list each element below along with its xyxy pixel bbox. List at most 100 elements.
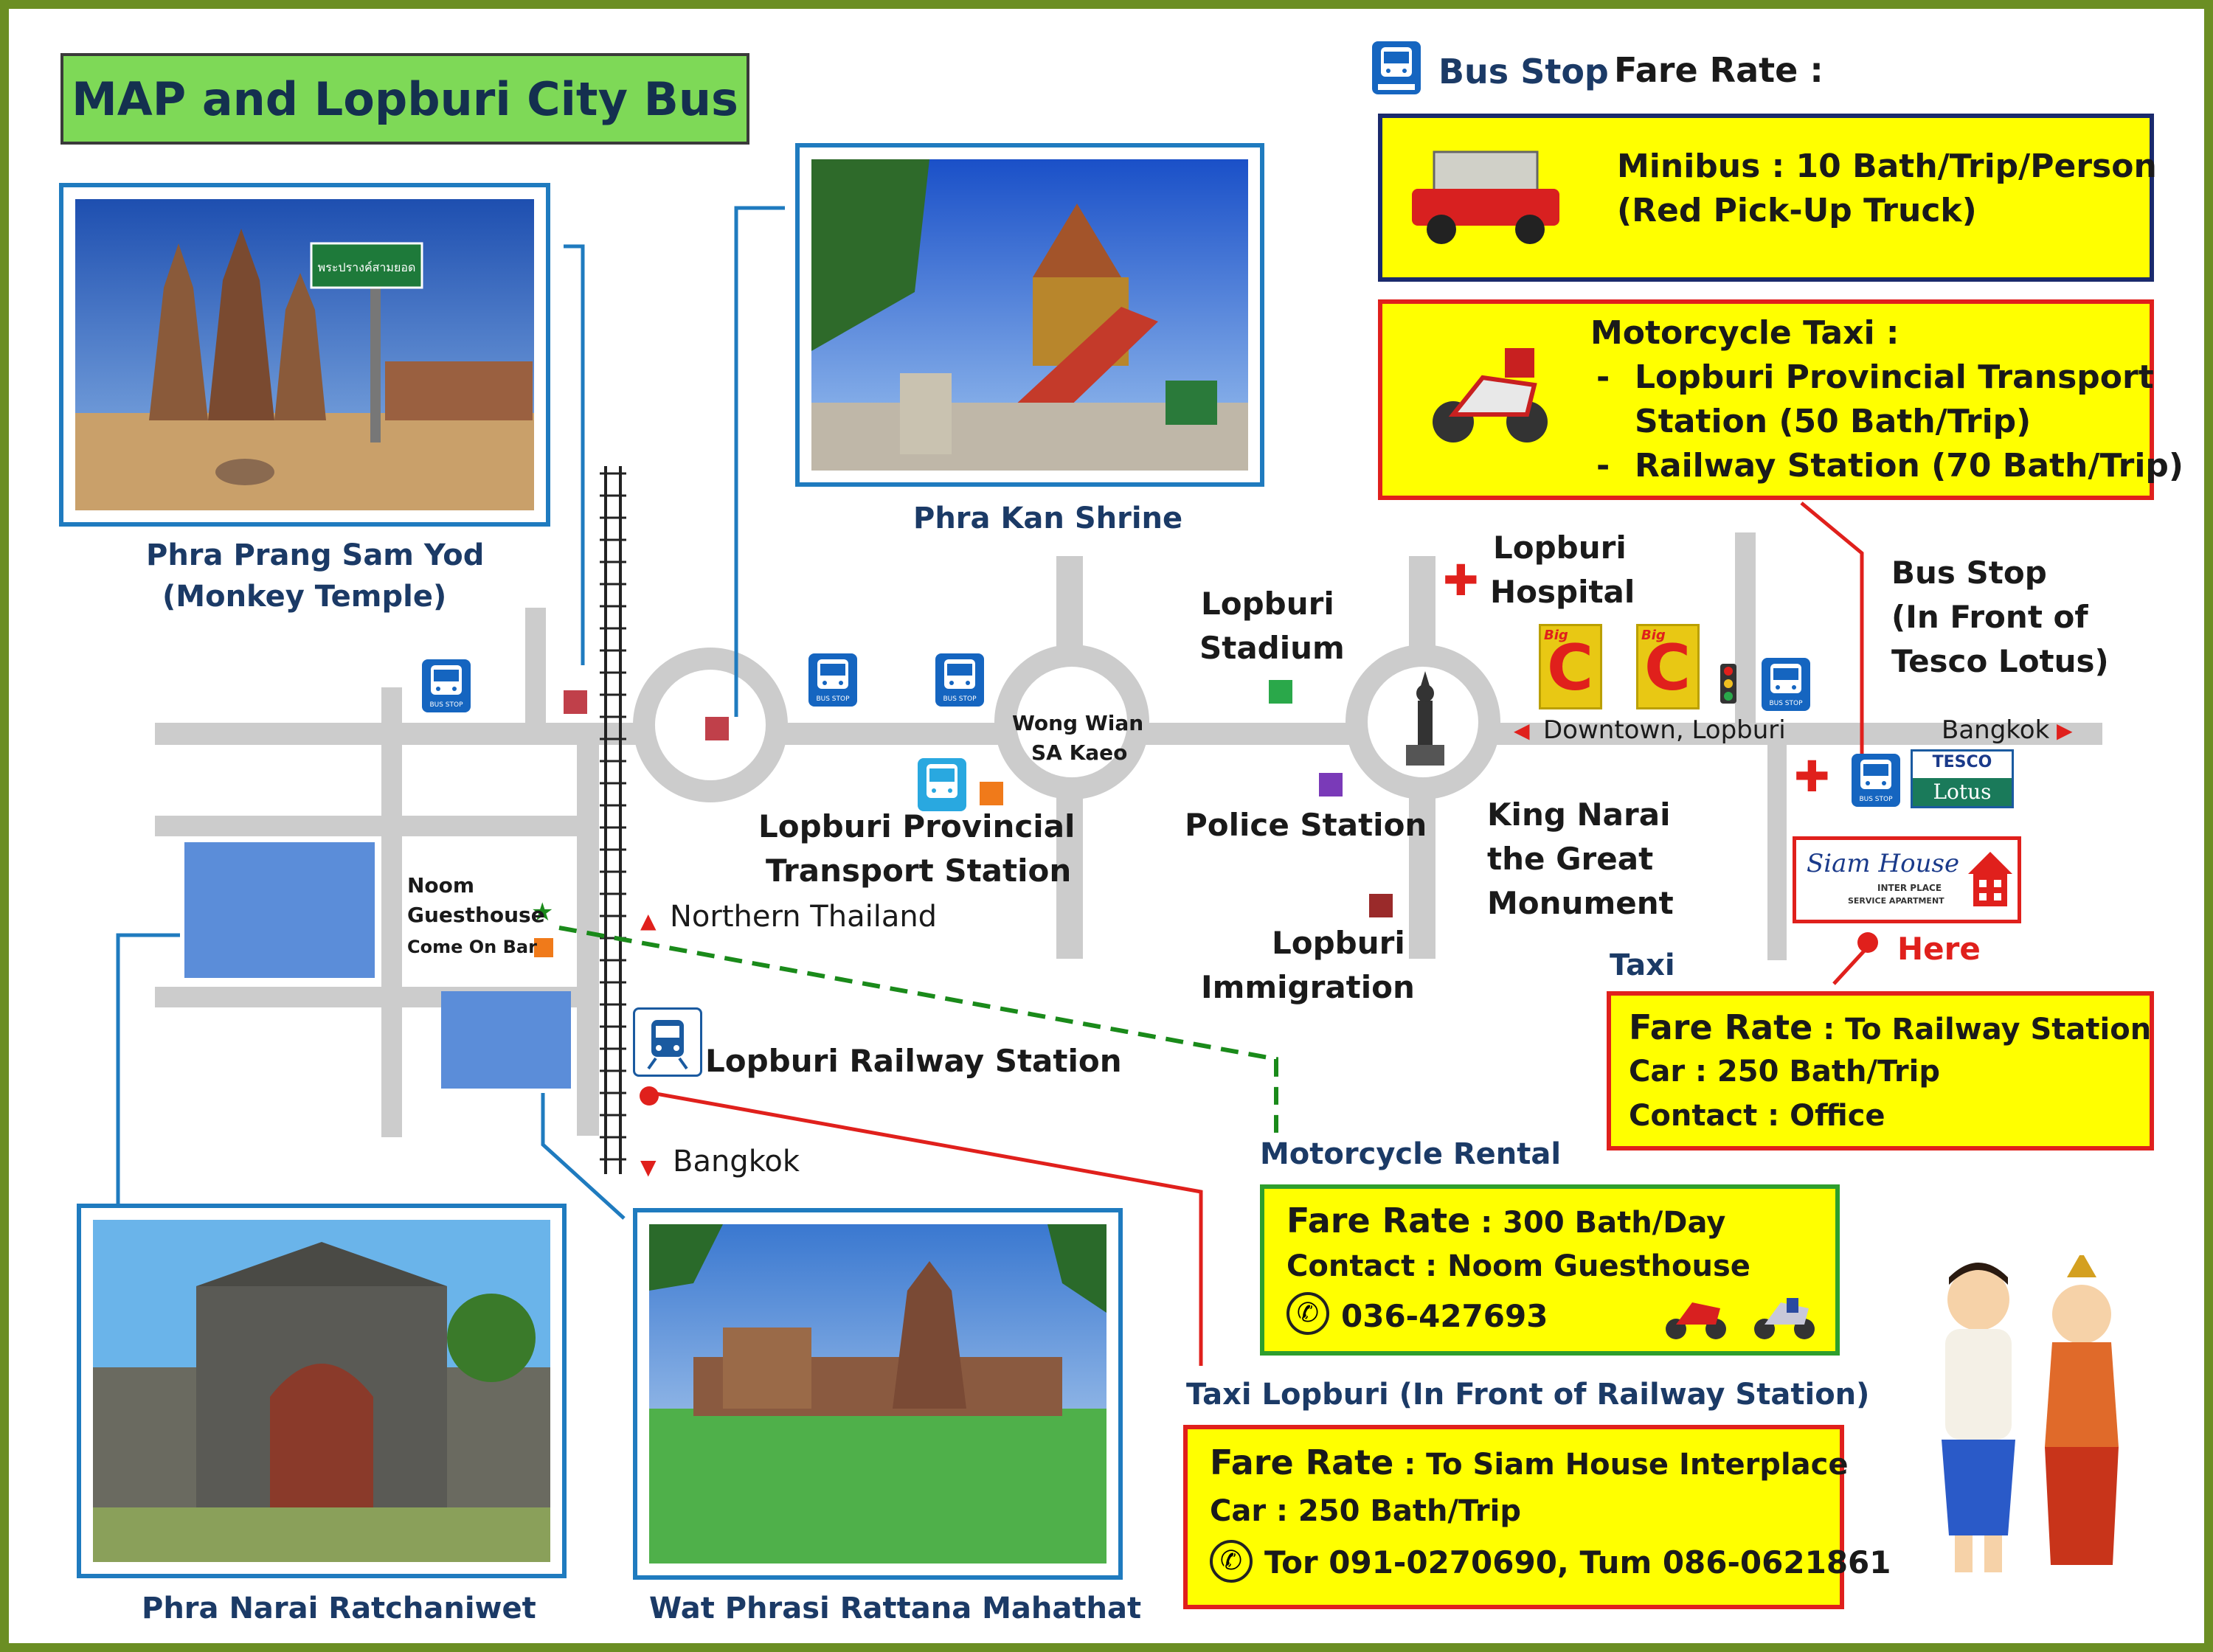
- motorcycle-taxi-item1-line1: Lopburi Provincial Transport: [1635, 358, 2154, 396]
- marker-sam-yod: [564, 690, 587, 714]
- photo-kan-shrine: [795, 143, 1264, 487]
- tesco-lotus-logo: TESCO Lotus: [1911, 749, 2014, 808]
- monument-statue-icon: [1406, 671, 1444, 766]
- taxi-office-fare-label: Fare Rate: [1629, 1007, 1813, 1047]
- taxi-office-contact: Contact : Office: [1629, 1099, 1885, 1133]
- phone-icon: ✆: [1210, 1540, 1253, 1583]
- label-wong-wian-1: Wong Wian: [1012, 711, 1144, 735]
- sam-yod-sign-text: พระปรางค์สามยอด: [318, 260, 416, 274]
- minibus-truck-icon: [1412, 150, 1559, 244]
- bus-stop-tag: BUS STOP: [816, 695, 850, 703]
- bus-stop-tag: BUS STOP: [943, 695, 977, 703]
- bus-stop-icon: BUS STOP: [1762, 658, 1810, 711]
- label-downtown: Downtown, Lopburi: [1543, 715, 1786, 745]
- bus-stop-icon: BUS STOP: [1852, 754, 1900, 807]
- train-icon: [633, 1007, 702, 1077]
- bus-stop-icon: BUS STOP: [422, 659, 471, 712]
- phone-icon: ✆: [1286, 1292, 1329, 1335]
- bus-stop-tag: BUS STOP: [1769, 700, 1803, 707]
- label-bus-stop-tesco-2: (In Front of: [1891, 599, 2088, 635]
- label-here: Here: [1897, 931, 1981, 967]
- marker-kan-shrine: [705, 717, 729, 740]
- legend-bus-stop-icon: [1372, 41, 1421, 94]
- rental-fare-row: Fare Rate : 300 Bath/Day: [1286, 1201, 1725, 1240]
- railway-track: [600, 466, 626, 1174]
- label-kan-shrine: Phra Kan Shrine: [913, 502, 1183, 535]
- label-noom-2: Guesthouse: [407, 903, 545, 927]
- label-monument-1: King Narai: [1487, 796, 1671, 833]
- fare-box-minibus: Minibus : 10 Bath/Trip/Person (Red Pick-…: [1378, 114, 2157, 282]
- motorcycle-taxi-icon: [1433, 348, 1548, 442]
- arrow-right-icon: ▶: [2057, 718, 2073, 743]
- siam-house-logo: Siam House INTER PLACE SERVICE APARTMENT: [1793, 836, 2021, 923]
- road-tesco-south: [1767, 739, 1787, 960]
- taxi-office-car: Car : 250 Bath/Trip: [1629, 1055, 1940, 1089]
- label-police: Police Station: [1185, 807, 1427, 843]
- photo-sam-yod: พระปรางค์สามยอด: [59, 183, 550, 527]
- fare-box-motorcycle-taxi: Motorcycle Taxi : - Lopburi Provincial T…: [1378, 299, 2183, 500]
- hospital-cross-icon: ✚: [1794, 752, 1830, 802]
- legend-bus-stop-label: Bus Stop: [1438, 52, 1609, 91]
- here-pin-icon: [1857, 932, 1878, 953]
- siam-house-sub2: SERVICE APARTMENT: [1848, 896, 1944, 906]
- label-transport-2: Transport Station: [766, 853, 1072, 889]
- minibus-fare-line1: Minibus : 10 Bath/Trip/Person: [1617, 148, 2157, 185]
- rental-phone: 036-427693: [1341, 1298, 1548, 1334]
- label-stadium-2: Stadium: [1199, 630, 1345, 666]
- label-hospital-2: Hospital: [1490, 574, 1635, 610]
- tesco-text: TESCO: [1932, 753, 1992, 771]
- big-c-logo: Big C: [1636, 624, 1700, 709]
- label-immigration-2: Immigration: [1201, 969, 1415, 1005]
- road-north-spur: [525, 608, 546, 726]
- fare-box-rental: Fare Rate : 300 Bath/Day Contact : Noom …: [1260, 1184, 1840, 1356]
- label-railway-station: Lopburi Railway Station: [705, 1043, 1122, 1079]
- marker-stadium: [1269, 680, 1292, 704]
- label-taxi-station: Taxi Lopburi (In Front of Railway Statio…: [1186, 1378, 1870, 1412]
- motorcycle-taxi-item1-line2: Station (50 Bath/Trip): [1635, 403, 2032, 440]
- label-bus-stop-tesco-3: Tesco Lotus): [1891, 643, 2109, 679]
- road-west-2: [155, 816, 598, 836]
- thai-couple-illustration: [1942, 1255, 2119, 1572]
- road-rail-side: [577, 723, 599, 1136]
- scooter-red-icon: [1666, 1302, 1726, 1339]
- transport-station-bus-icon: [918, 758, 966, 811]
- big-c-logo: Big C: [1539, 624, 1602, 709]
- siam-house-sub: INTER PLACE: [1877, 883, 1942, 893]
- taxi-station-fare-row: Fare Rate : To Siam House Interplace: [1210, 1443, 1848, 1482]
- kan-shrine-image: [811, 159, 1248, 471]
- label-transport-1: Lopburi Provincial: [758, 808, 1076, 844]
- taxi-station-car: Car : 250 Bath/Trip: [1210, 1494, 1521, 1528]
- label-taxi: Taxi: [1610, 948, 1675, 982]
- building-block-wat: [441, 991, 571, 1089]
- taxi-office-fare-value: : To Railway Station: [1812, 1013, 2152, 1047]
- rental-contact: Contact : Noom Guesthouse: [1286, 1249, 1750, 1283]
- label-motorcycle-rental: Motorcycle Rental: [1260, 1137, 1562, 1171]
- minibus-fare-line2: (Red Pick-Up Truck): [1617, 192, 1977, 229]
- star-icon: ★: [531, 898, 554, 927]
- label-sam-yod-2: (Monkey Temple): [162, 580, 447, 614]
- big-c-text: Big: [1641, 628, 1666, 643]
- rental-fare-label: Fare Rate: [1286, 1201, 1471, 1240]
- label-immigration-1: Lopburi: [1272, 925, 1405, 961]
- label-sam-yod-1: Phra Prang Sam Yod: [146, 538, 485, 572]
- sam-yod-image: พระปรางค์สามยอด: [75, 199, 534, 510]
- siam-house-icon: [1968, 852, 2012, 906]
- map-title: MAP and Lopburi City Bus: [60, 53, 749, 145]
- lotus-text: Lotus: [1913, 778, 2012, 806]
- label-noom-1: Noom: [407, 873, 475, 898]
- road-west-vertical: [381, 687, 402, 1137]
- scooter-blue-icon: [1754, 1298, 1815, 1339]
- narai-image: [93, 1220, 550, 1562]
- label-hospital-1: Lopburi: [1493, 530, 1627, 566]
- big-c-text: Big: [1544, 628, 1568, 643]
- building-block-narai: [184, 842, 375, 978]
- fare-box-taxi-station: Fare Rate : To Siam House Interplace Car…: [1183, 1425, 1891, 1609]
- label-monument-3: Monument: [1487, 885, 1674, 921]
- label-northern-thailand: Northern Thailand: [670, 900, 938, 934]
- big-c-letter: C: [1644, 631, 1691, 705]
- siam-house-text: Siam House: [1807, 849, 1960, 878]
- arrow-down-icon: ▼: [640, 1155, 657, 1179]
- connector-lines: [116, 206, 1869, 1366]
- motorcycle-taxi-heading: Motorcycle Taxi :: [1590, 314, 1899, 352]
